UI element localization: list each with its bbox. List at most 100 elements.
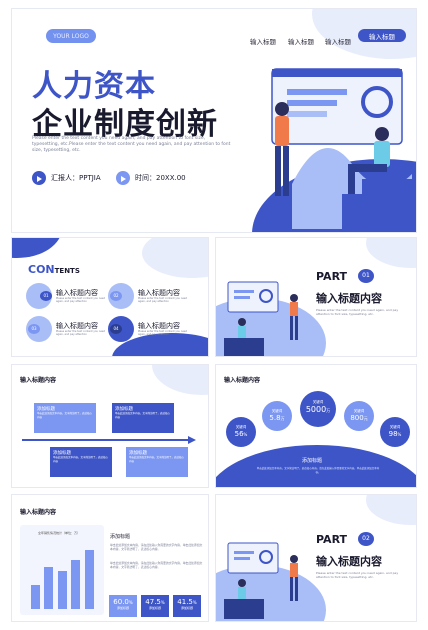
chart-bar bbox=[44, 567, 53, 609]
item-number-badge: 04 bbox=[110, 324, 122, 334]
nav-item-2[interactable]: 输入标题 bbox=[288, 38, 314, 46]
chart-panel: 全年销售情况统计（单位：万） bbox=[20, 525, 104, 615]
cover-slide[interactable]: YOUR LOGO 输入标题 输入标题 输入标题 输入标题 人力资本 企业制度创… bbox=[11, 8, 417, 233]
decor-blob bbox=[366, 495, 416, 525]
logo[interactable]: YOUR LOGO bbox=[46, 29, 96, 43]
item-desc: Please enter the text content you need a… bbox=[56, 330, 105, 336]
stat-label: 添加标题 bbox=[180, 606, 193, 610]
nav-item-1[interactable]: 输入标题 bbox=[250, 38, 276, 46]
keyword-label: 关键词 bbox=[235, 425, 247, 429]
item-desc: Please enter the text content you need a… bbox=[138, 330, 187, 336]
keyword-circle[interactable]: 关键词 56% bbox=[226, 417, 256, 447]
time: 时间：20XX.00 bbox=[116, 171, 186, 185]
timeline-card[interactable]: 添加标题 单击此处添加文本内容，文字简洁明了，表达核心内容 bbox=[50, 447, 112, 477]
card-text: 单击此处添加文本内容，文字简洁明了，表达核心内容 bbox=[129, 456, 185, 463]
card-text: 单击此处添加文本内容，文字简洁明了，表达核心内容 bbox=[53, 456, 109, 463]
part-desc: Please enter the text content you need a… bbox=[316, 308, 399, 316]
slide-title: 输入标题内容 bbox=[20, 377, 57, 384]
decor-blob bbox=[366, 238, 416, 268]
item-label: 输入标题内容 bbox=[56, 322, 98, 330]
item-number-badge: 02 bbox=[110, 291, 122, 301]
nav-active-button[interactable]: 输入标题 bbox=[358, 29, 406, 42]
part-number: 02 bbox=[358, 532, 374, 546]
stat-label: 添加标题 bbox=[116, 606, 129, 610]
bars-area bbox=[26, 539, 98, 609]
add-text: 单击此处添加文本内容，文字简洁明了，表达核心内容。请在此处输入你需要的文字内容，… bbox=[256, 467, 380, 474]
chart-bar bbox=[57, 570, 67, 609]
cover-title-line1: 人力资本 bbox=[32, 69, 156, 104]
part-desc: Please enter the text content you need a… bbox=[316, 571, 399, 579]
keyword-circle[interactable]: 关键词 5000万 bbox=[300, 391, 336, 427]
part-word: PART bbox=[316, 270, 348, 283]
contents-slide[interactable]: CONTENTS 01 输入标题内容 Please enter the text… bbox=[11, 237, 209, 357]
stat-value: 47.5% bbox=[145, 598, 165, 606]
slide-title: 输入标题内容 bbox=[224, 377, 261, 384]
reporter: 汇报人：PPTJIA bbox=[32, 171, 101, 185]
stat-box[interactable]: 47.5% 添加标题 bbox=[141, 595, 169, 617]
timeline-card[interactable]: 添加标题 单击此处添加文本内容，文字简洁明了，表达核心内容 bbox=[126, 447, 188, 477]
decor-blob bbox=[12, 238, 62, 258]
chart-caption: 全年销售情况统计（单位：万） bbox=[38, 531, 81, 535]
stat-label: 添加标题 bbox=[148, 606, 161, 610]
card-title: 添加标题 bbox=[53, 451, 71, 456]
keyword-value: 5000万 bbox=[305, 405, 331, 414]
keywords-slide[interactable]: 输入标题内容 关键词 56% 关键词 5.8万 关键词 5000万 关键词 80… bbox=[215, 364, 417, 488]
para-2: 单击此处添加文本内容，请在此处输入你需要的文字内容，单击此处添加文本内容，文字简… bbox=[110, 561, 203, 569]
contents-title-a: CON bbox=[28, 263, 55, 276]
stat-value: 41.5% bbox=[177, 598, 197, 606]
keyword-value: 98% bbox=[388, 430, 402, 438]
item-label: 输入标题内容 bbox=[56, 289, 98, 297]
keyword-circle[interactable]: 关键词 800元 bbox=[344, 401, 374, 431]
slide-title: 输入标题内容 bbox=[20, 509, 57, 516]
item-desc: Please enter the text content you need a… bbox=[138, 297, 187, 303]
part-illustration bbox=[224, 542, 298, 619]
para-1: 单击此处添加文本内容，请在此处输入你需要的文字内容，单击此处添加文本内容，文字简… bbox=[110, 543, 203, 551]
contents-title-b: TENTS bbox=[54, 267, 80, 275]
keyword-label: 关键词 bbox=[271, 409, 283, 413]
chart-bar bbox=[30, 584, 40, 609]
decor-blob bbox=[152, 365, 208, 395]
keyword-label: 关键词 bbox=[389, 425, 401, 429]
item-number-badge: 03 bbox=[28, 324, 40, 334]
timeline-card[interactable]: 添加标题 单击此处添加文本内容，文字简洁明了，表达核心内容 bbox=[112, 403, 174, 433]
card-text: 单击此处添加文本内容，文字简洁明了，表达核心内容 bbox=[115, 412, 171, 419]
keyword-value: 5.8万 bbox=[269, 414, 285, 422]
keyword-value: 56% bbox=[234, 430, 248, 438]
contents-title: CONTENTS bbox=[28, 258, 80, 277]
nav-item-3[interactable]: 输入标题 bbox=[325, 38, 351, 46]
part-illustration bbox=[224, 281, 298, 356]
reporter-label: 汇报人：PPTJIA bbox=[51, 174, 101, 182]
add-title: 添加标题 bbox=[302, 458, 323, 464]
part-02-slide[interactable]: PART 02 输入标题内容 Please enter the text con… bbox=[215, 494, 417, 622]
item-desc: Please enter the text content you need a… bbox=[56, 297, 105, 303]
keyword-circle[interactable]: 关键词 5.8万 bbox=[262, 401, 292, 431]
time-label: 时间：20XX.00 bbox=[135, 174, 186, 182]
stat-value: 60.0% bbox=[113, 598, 133, 606]
card-title: 添加标题 bbox=[115, 407, 133, 412]
timeline-card[interactable]: 添加标题 单击此处添加文本内容，文字简洁明了，表达核心内容 bbox=[34, 403, 96, 433]
card-title: 添加标题 bbox=[37, 407, 55, 412]
part-title: 输入标题内容 bbox=[316, 292, 382, 305]
card-title: 添加标题 bbox=[129, 451, 147, 456]
decor-blob bbox=[112, 333, 208, 356]
part-number: 01 bbox=[358, 269, 374, 283]
item-label: 输入标题内容 bbox=[138, 289, 180, 297]
timeline-line bbox=[22, 439, 192, 441]
decor-blob bbox=[142, 238, 208, 278]
cover-title-line2: 企业制度创新 bbox=[32, 107, 218, 142]
chart-bar bbox=[84, 549, 94, 609]
stat-box[interactable]: 41.5% 添加标题 bbox=[173, 595, 201, 617]
stat-box[interactable]: 60.0% 添加标题 bbox=[109, 595, 137, 617]
part-word: PART bbox=[316, 533, 348, 546]
keyword-value: 800元 bbox=[350, 414, 368, 422]
part-01-slide[interactable]: PART 01 输入标题内容 Please enter the text con… bbox=[215, 237, 417, 357]
keyword-circle[interactable]: 关键词 98% bbox=[380, 417, 410, 447]
keyword-label: 关键词 bbox=[353, 409, 365, 413]
arrow-icon bbox=[188, 436, 196, 444]
chart-bar bbox=[71, 560, 80, 609]
cover-body-text: Please enter the text content you need a… bbox=[32, 136, 231, 153]
play-icon bbox=[116, 171, 130, 185]
timeline-slide[interactable]: 输入标题内容 添加标题 单击此处添加文本内容，文字简洁明了，表达核心内容 添加标… bbox=[11, 364, 209, 488]
bar-slide[interactable]: 输入标题内容 全年销售情况统计（单位：万） 添加标题 单击此处添加文本内容，请在… bbox=[11, 494, 209, 622]
